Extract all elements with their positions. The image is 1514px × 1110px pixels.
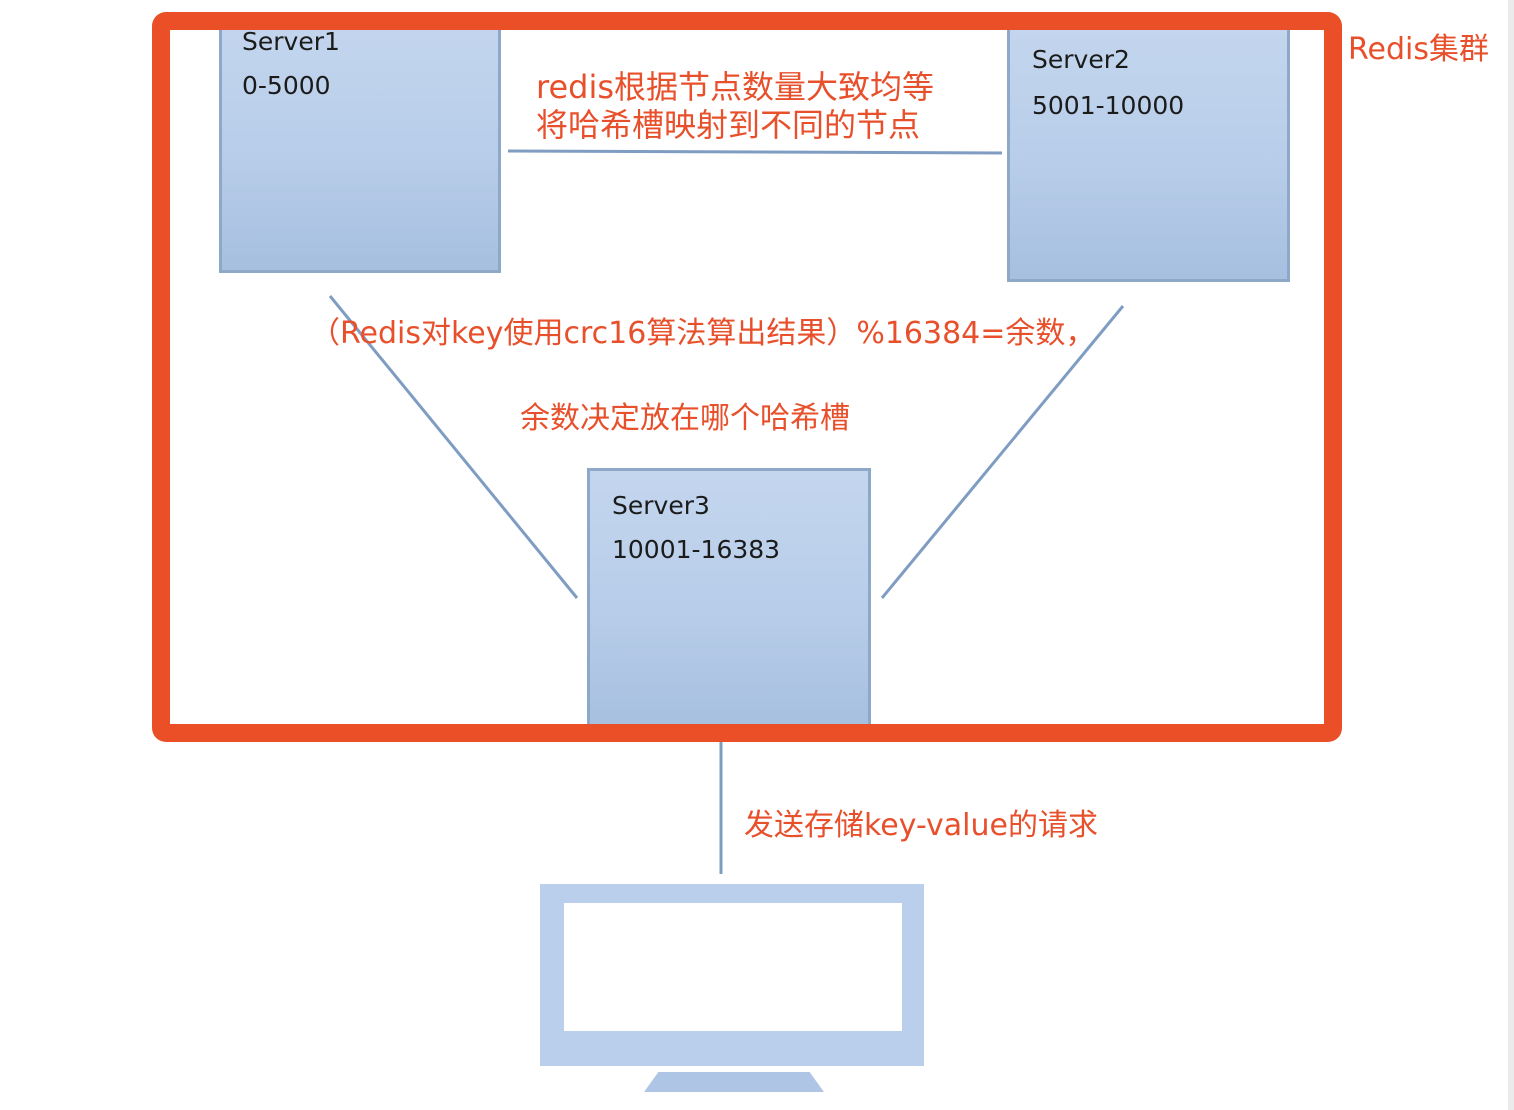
server2-node: Server2 5001-10000 <box>1007 22 1290 282</box>
server2-slot-range: 5001-10000 <box>1032 91 1185 120</box>
server2-name: Server2 <box>1032 45 1130 74</box>
page-edge-strip <box>1508 0 1514 1110</box>
monitor-stand <box>644 1072 824 1092</box>
crc16-formula-note: （Redis对key使用crc16算法算出结果）%16384=余数， <box>310 316 1096 351</box>
mapping-note-line2: 将哈希槽映射到不同的节点 <box>536 106 921 144</box>
remainder-note: 余数决定放在哪个哈希槽 <box>520 401 850 436</box>
server3-name: Server3 <box>612 491 710 520</box>
mapping-note-line1: redis根据节点数量大致均等 <box>536 68 935 106</box>
redis-cluster-frame <box>152 12 1342 742</box>
server1-slot-range: 0-5000 <box>242 71 331 100</box>
server1-node: Server1 0-5000 <box>219 16 501 273</box>
cluster-label: Redis集群 <box>1348 32 1489 67</box>
connector-server1-server3 <box>328 295 579 599</box>
server1-name: Server1 <box>242 27 340 56</box>
monitor-screen <box>564 903 902 1031</box>
server3-slot-range: 10001-16383 <box>612 535 781 564</box>
connector-server1-server2 <box>507 149 1003 155</box>
client-request-note: 发送存储key-value的请求 <box>744 808 1098 843</box>
connector-server2-server3 <box>880 305 1125 599</box>
